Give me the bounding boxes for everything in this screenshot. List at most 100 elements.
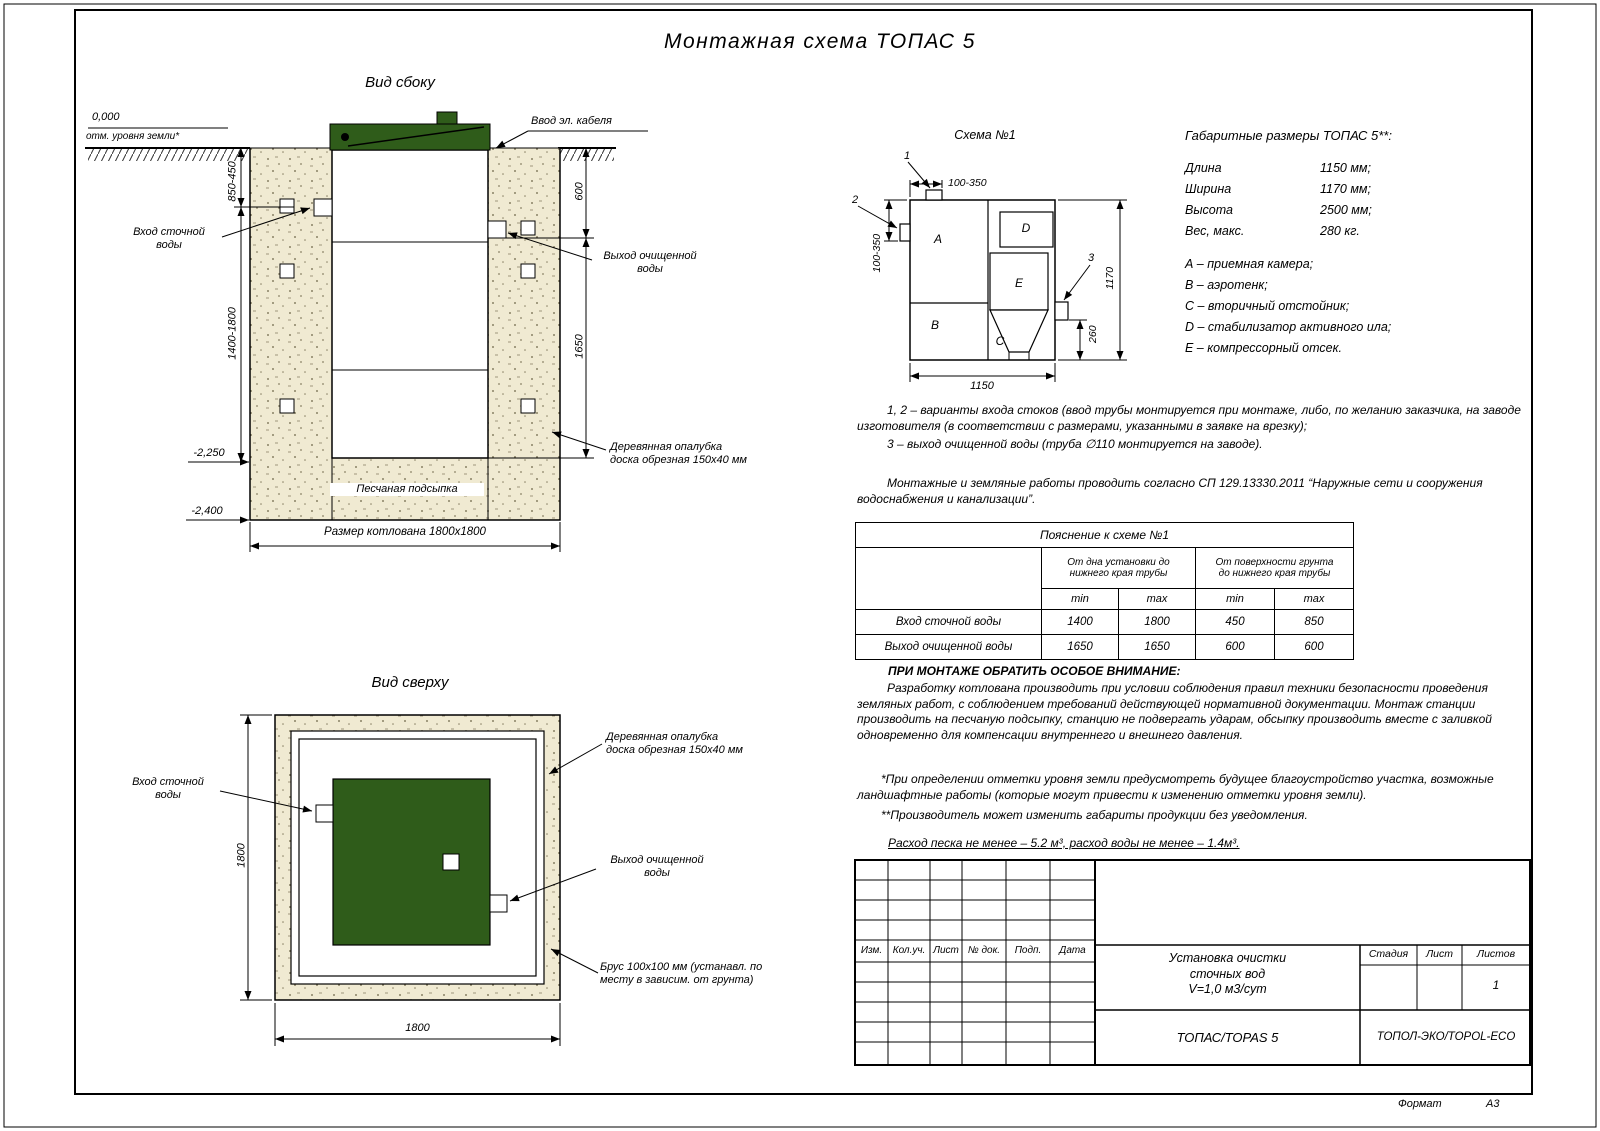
side-formwork-label: Деревянная опалубка доска обрезная 150х4… [610, 441, 747, 466]
dim-1400-1800: 1400-1800 [226, 307, 239, 360]
dim-row-value: 2500 мм; [1320, 203, 1372, 217]
titleblock-header-podp: Подп. [1014, 945, 1042, 956]
table-group-row: От дна установки до нижнего края трубы О… [855, 547, 1354, 610]
dim-row-value: 280 кг. [1320, 224, 1360, 238]
top-view-linework [219, 714, 603, 1046]
compartment-a: А [933, 232, 942, 246]
note-sp-standard: Монтажные и земляные работы проводить со… [857, 476, 1483, 506]
document-name: Установка очистки сточных вод V=1,0 м3/с… [1168, 951, 1287, 997]
pit-size-label: Размер котлована 1800х1800 [324, 526, 486, 538]
compartment-c: С [995, 334, 1005, 348]
table-minmax-row: min max min max [856, 588, 1354, 610]
scheme1-linework [857, 161, 1127, 382]
mark-minus-2400: -2,400 [191, 505, 223, 517]
dim-row-value: 1170 мм; [1320, 182, 1371, 196]
table-title: Пояснение к схеме №1 [855, 522, 1354, 548]
mark-minus-2250: -2,250 [193, 447, 225, 459]
row-value: 1650 [1118, 634, 1196, 660]
note-inlet-variants: 1, 2 – варианты входа стоков (ввод трубы… [857, 403, 1521, 433]
row-value: 1400 [1041, 609, 1119, 635]
min-header: min [1041, 588, 1119, 610]
dim-850-450: 850-450 [226, 161, 239, 202]
compartment-e: Е [1014, 276, 1023, 290]
row-label: Выход очищенной воды [855, 634, 1042, 660]
titleblock-header-data: Дата [1059, 945, 1086, 956]
beam-label: Брус 100х100 мм (устанавл. по месту в за… [600, 961, 763, 986]
format-label: Формат [1398, 1098, 1442, 1110]
scheme1-title: Схема №1 [954, 128, 1016, 142]
dim-row-label: Вес, макс. [1185, 224, 1245, 238]
callout-2: 2 [851, 194, 859, 206]
titleblock-header-koluch: Кол.уч. [892, 945, 926, 956]
top-inlet-label: Вход сточной воды [132, 776, 204, 801]
dim-row-label: Ширина [1185, 182, 1232, 196]
callout-1: 1 [903, 150, 911, 162]
footnote-manufacturer: **Производитель может изменить габариты … [881, 808, 1308, 822]
row-value: 600 [1195, 634, 1275, 660]
table-col-group-1: От дна установки до нижнего края трубы [1041, 547, 1196, 589]
sand-bedding-label: Песчаная подсыпка [330, 483, 484, 496]
table-col-group-2: От поверхности грунта до нижнего края тр… [1195, 547, 1354, 589]
dim-1650: 1650 [573, 334, 586, 359]
sheet-frame [3, 3, 1597, 1128]
side-outlet-label: Выход очищенной воды [603, 250, 697, 275]
scheme-dim-left: 100-350 [870, 233, 883, 273]
dim-row-label: Высота [1185, 203, 1233, 217]
compartment-d: D [1021, 221, 1031, 235]
dim-row-value: 1150 мм; [1320, 161, 1371, 175]
attention-body: Разработку котлована производить при усл… [857, 681, 1492, 742]
scheme-dim-1150: 1150 [970, 380, 994, 392]
note-outlet-variant: 3 – выход очищенной воды (труба ∅110 мон… [887, 437, 1263, 451]
table-row: Выход очищенной воды 1650 1650 600 600 [855, 634, 1354, 660]
explanation-table: Пояснение к схеме №1 От дна установки до… [855, 522, 1354, 660]
legend-item: Е – компрессорный отсек. [1185, 341, 1343, 355]
titleblock-header-list: Лист [933, 945, 959, 956]
titleblock-header-izm: Изм. [860, 945, 883, 956]
page-title: Монтажная схема ТОПАС 5 [664, 30, 976, 53]
ground-level-note: отм. уровня земли* [86, 131, 180, 142]
dim-row-label: Длина [1185, 161, 1222, 175]
overall-dims-title: Габаритные размеры ТОПАС 5**: [1185, 128, 1392, 143]
row-value: 600 [1274, 634, 1354, 660]
top-outlet-label: Выход очищенной воды [610, 854, 704, 879]
dim-600: 600 [573, 182, 586, 201]
legend-item: В – аэротенк; [1185, 278, 1268, 292]
table-title-row: Пояснение к схеме №1 [855, 522, 1354, 548]
max-header: max [1118, 588, 1196, 610]
cable-entry-label: Ввод эл. кабеля [531, 115, 612, 127]
scheme-dim-260: 260 [1086, 325, 1099, 343]
sheets-count: 1 [1492, 978, 1500, 992]
legend-item: А – приемная камера; [1185, 257, 1314, 271]
legend-item: D – стабилизатор активного ила; [1185, 320, 1392, 334]
compartment-b: В [930, 318, 939, 332]
callout-3: 3 [1087, 252, 1095, 264]
scheme-dim-top: 100-350 [948, 177, 987, 189]
row-value: 1650 [1041, 634, 1119, 660]
top-formwork-label: Деревянная опалубка доска обрезная 150х4… [606, 731, 743, 756]
side-inlet-label: Вход сточной воды [133, 226, 205, 251]
row-value: 450 [1195, 609, 1275, 635]
titleblock-header-dok: № док. [967, 945, 1001, 956]
stage-label: Стадия [1368, 948, 1409, 960]
company-name: ТОПОЛ-ЭКО/TOPOL-ECO [1376, 1031, 1516, 1043]
table-corner-cell [855, 547, 1042, 610]
product-name: ТОПАС/TOPAS 5 [1176, 1030, 1279, 1045]
sheet-label: Лист [1425, 948, 1454, 960]
sheets-label: Листов [1476, 948, 1516, 960]
min-header: min [1195, 588, 1275, 610]
format-value: А3 [1486, 1098, 1500, 1110]
table-row: Вход сточной воды 1400 1800 450 850 [855, 609, 1354, 635]
dim-1800-horizontal: 1800 [405, 1022, 430, 1034]
row-value: 850 [1274, 609, 1354, 635]
max-header: max [1274, 588, 1354, 610]
dim-1800-vertical: 1800 [235, 843, 248, 868]
zero-level-mark: 0,000 [92, 111, 120, 123]
legend-item: С – вторичный отстойник; [1185, 299, 1350, 313]
top-view-title: Вид сверху [371, 674, 449, 691]
consumption-note: Расход песка не менее – 5.2 м³, расход в… [888, 836, 1240, 850]
row-label: Вход сточной воды [855, 609, 1042, 635]
side-view-title: Вид сбоку [365, 74, 435, 91]
scheme-dim-1170: 1170 [1103, 266, 1116, 290]
